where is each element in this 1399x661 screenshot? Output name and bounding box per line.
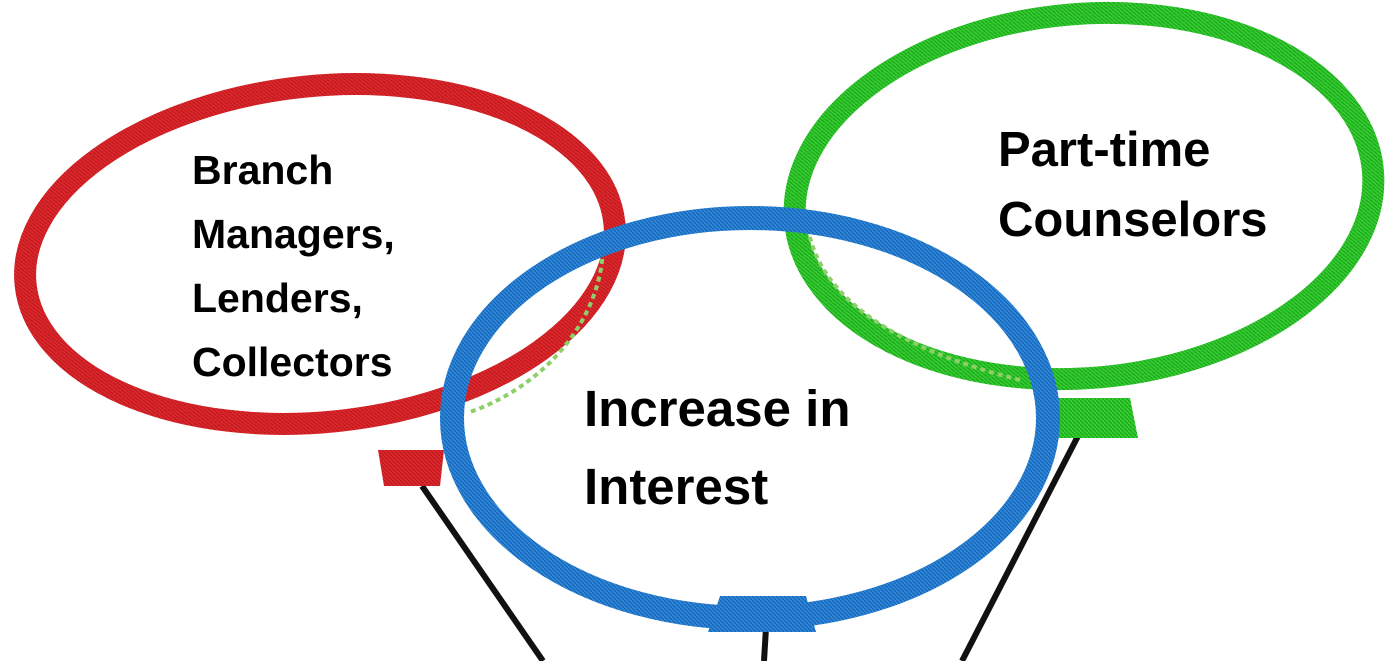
red-label-line-1: Branch (192, 147, 334, 193)
green-balloon-label: Part-time Counselors (998, 115, 1268, 255)
blue-balloon (440, 206, 1060, 632)
green-balloon-string (959, 434, 1081, 661)
red-label-line-2: Managers, (192, 211, 395, 257)
green-label-line-1: Part-time (998, 123, 1211, 177)
red-label-line-3: Lenders, (192, 275, 363, 321)
green-overlap-dash (806, 227, 1021, 382)
blue-label-line-2: Interest (584, 458, 769, 515)
red-balloon (14, 73, 626, 486)
green-label-line-2: Counselors (998, 193, 1268, 247)
red-balloon-ring (14, 73, 626, 435)
red-label-line-4: Collectors (192, 339, 393, 385)
red-balloon-knot (378, 450, 444, 486)
green-balloon-knot (1042, 398, 1138, 438)
blue-balloon-label: Increase in Interest (584, 370, 850, 526)
red-overlap-dash (469, 231, 605, 414)
blue-label-line-1: Increase in (584, 380, 851, 437)
red-balloon-string (419, 484, 546, 661)
red-balloon-label: Branch Managers, Lenders, Collectors (192, 138, 395, 394)
blue-balloon-ring (440, 206, 1060, 630)
blue-balloon-string (761, 627, 769, 661)
